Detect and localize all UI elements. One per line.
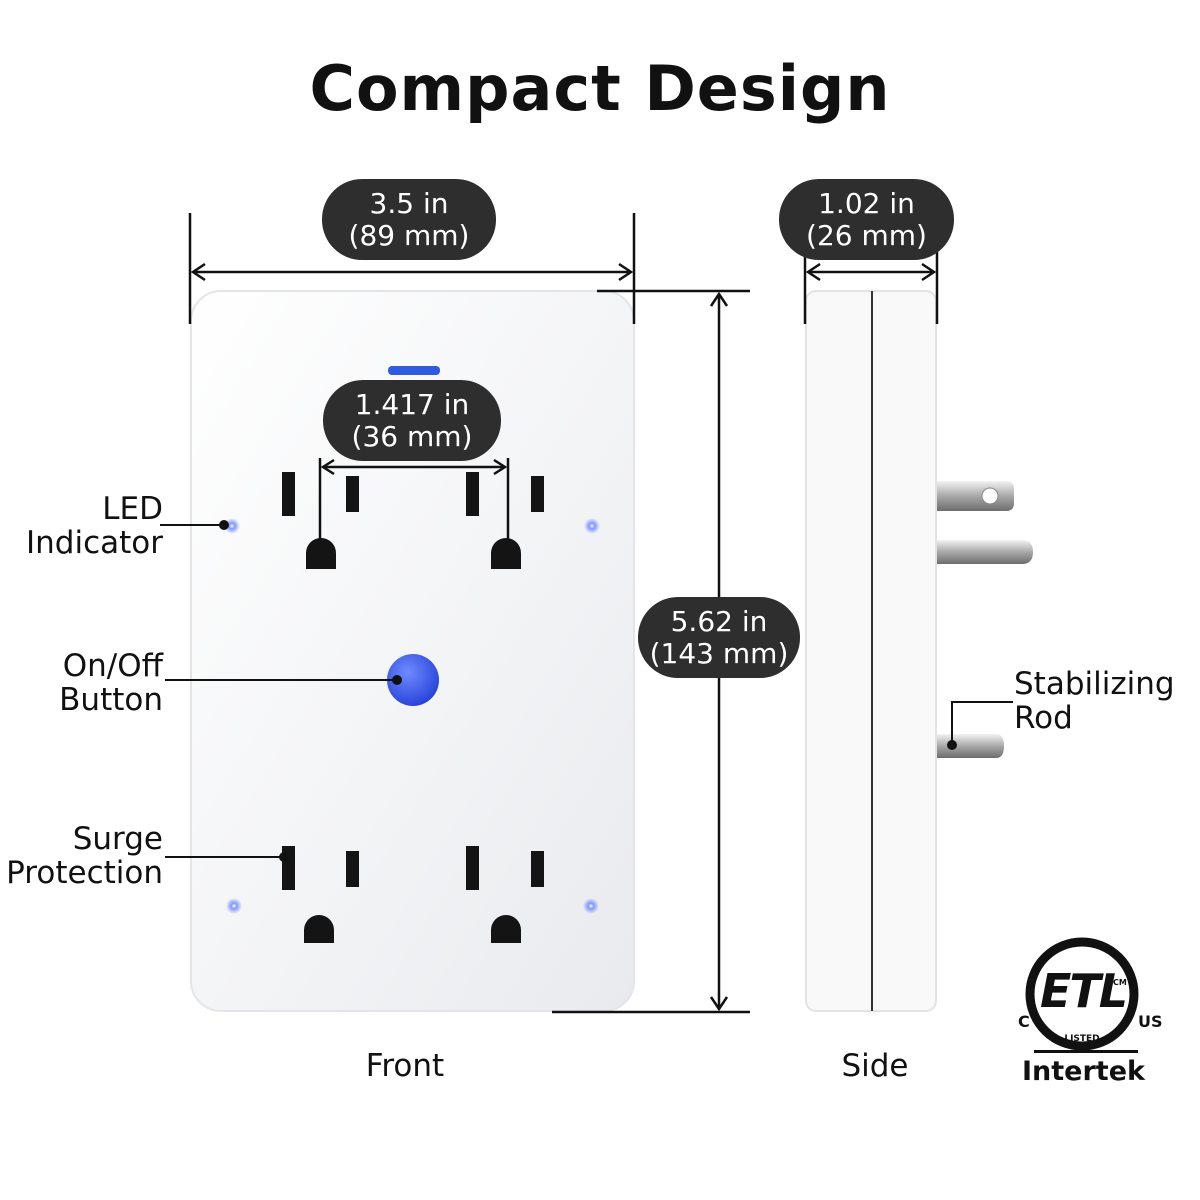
etl-listed-mark: LISTED (1064, 1034, 1100, 1044)
etl-c-mark: C (1018, 1012, 1030, 1031)
depth-dimension-mm: (26 mm) (806, 218, 927, 252)
surge-protection-label-line1: Surge (72, 821, 163, 857)
led-indicator-label-line2: Indicator (26, 525, 163, 561)
led-indicator-top-right (584, 518, 600, 534)
front-faceplate (190, 290, 635, 1012)
outlet-lower-right (466, 846, 544, 943)
led-indicator-label-line1: LED (102, 491, 163, 527)
width-dimension-inches: 3.5 in (369, 186, 449, 220)
outlet-spacing-mm: (36 mm) (351, 419, 473, 453)
etl-certification-logo (1025, 937, 1139, 1053)
on-off-button[interactable] (387, 654, 439, 706)
front-view (190, 290, 635, 1012)
outlet-spacing-dimension-pill: 1.417 in (36 mm) (323, 380, 501, 461)
stabilizing-rod-label-line2: Rod (1014, 700, 1073, 736)
etl-mark: ETL (1040, 964, 1128, 1018)
callout-leaders (160, 524, 1013, 858)
outlet-spacing-inches: 1.417 in (354, 387, 470, 421)
plug-ground-prong (937, 540, 1033, 564)
front-view-caption: Front (365, 1048, 445, 1084)
on-off-button-label-line2: Button (59, 682, 163, 718)
on-off-button-label-line1: On/Off (62, 648, 163, 684)
stabilizing-rod-label: Stabilizing Rod (1014, 667, 1175, 735)
etl-us-mark: US (1138, 1012, 1163, 1031)
depth-dimension-inches: 1.02 in (818, 186, 915, 220)
width-dimension-mm: (89 mm) (348, 218, 470, 252)
page-title: Compact Design (309, 52, 891, 125)
stabilizing-rod (937, 734, 1004, 758)
intertek-brand: Intertek (1022, 1056, 1145, 1087)
led-indicator-label: LED Indicator (26, 492, 163, 560)
stabilizing-rod-label-line1: Stabilizing (1014, 666, 1175, 702)
height-dimension-mm: (143 mm) (649, 636, 789, 670)
on-off-button-label: On/Off Button (59, 649, 163, 717)
surge-protection-label-line2: Protection (6, 855, 163, 891)
depth-dimension-pill: 1.02 in (26 mm) (779, 179, 954, 260)
height-dimension-pill: 5.62 in (143 mm) (638, 597, 800, 678)
top-led-bar (388, 366, 440, 375)
led-indicator-bottom-right (583, 898, 599, 914)
width-dimension-pill: 3.5 in (89 mm) (322, 179, 496, 260)
callout-dots (219, 520, 957, 862)
outlet-upper-right (466, 472, 544, 569)
plug-flat-prong (937, 481, 1014, 511)
side-view-caption: Side (841, 1048, 909, 1084)
side-view (805, 290, 1033, 1012)
etl-cm-mark: CM (1113, 978, 1127, 987)
outlet-upper-left (282, 472, 359, 569)
surge-protection-label: Surge Protection (6, 822, 163, 890)
height-dimension-inches: 5.62 in (670, 604, 768, 638)
led-indicator-bottom-left (226, 898, 242, 914)
